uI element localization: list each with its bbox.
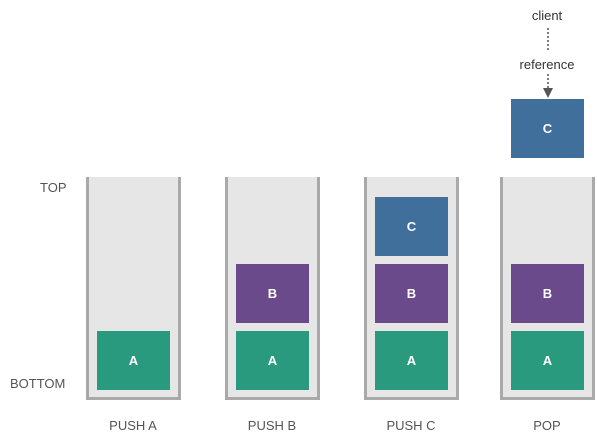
block-b: B — [236, 264, 309, 323]
popped-block-c: C — [511, 99, 584, 158]
top-label: TOP — [40, 180, 67, 195]
caption-pop: POP — [533, 418, 561, 433]
stack-push-a: A — [86, 177, 181, 400]
caption-push-c: PUSH C — [386, 418, 436, 433]
reference-arrow — [543, 28, 553, 98]
reference-label: reference — [519, 57, 575, 72]
block-c: C — [375, 197, 448, 256]
caption-push-a: PUSH A — [109, 418, 157, 433]
stack-pop: A B — [500, 177, 595, 400]
stack-push-c: A B C — [364, 177, 459, 400]
block-b: B — [375, 264, 448, 323]
block-b: B — [511, 264, 584, 323]
block-a: A — [236, 331, 309, 390]
block-a: A — [511, 331, 584, 390]
stack-push-b: A B — [225, 177, 320, 400]
block-a: A — [97, 331, 170, 390]
client-label: client — [531, 8, 563, 23]
block-a: A — [375, 331, 448, 390]
bottom-label: BOTTOM — [10, 376, 66, 391]
caption-push-b: PUSH B — [247, 418, 297, 433]
